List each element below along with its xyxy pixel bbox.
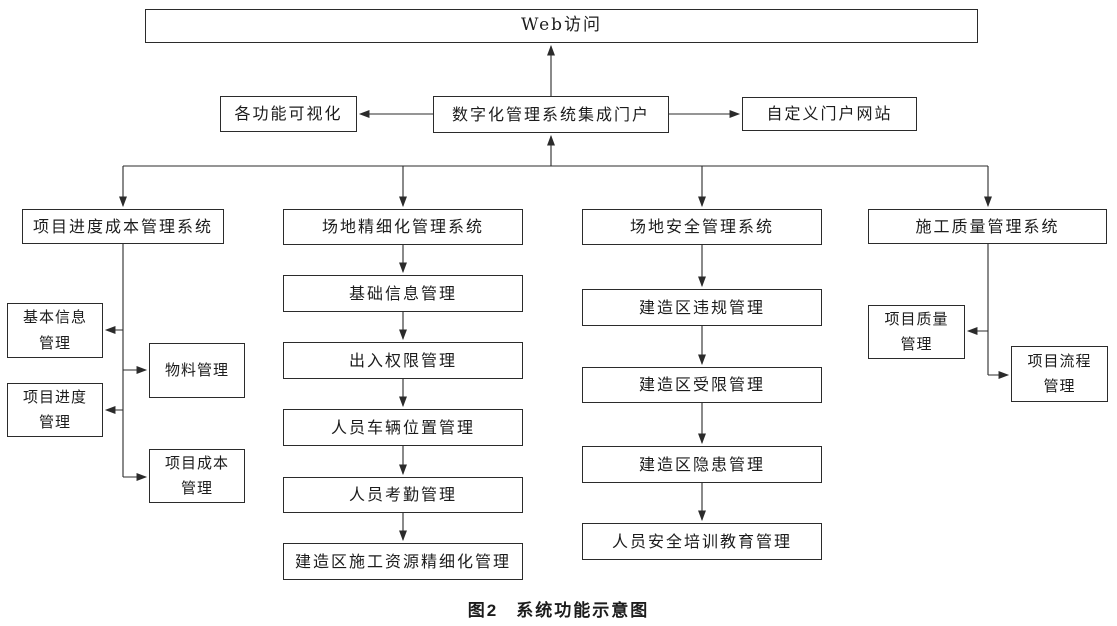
figure-caption-title: 系统功能示意图 [516, 601, 650, 620]
node-portal: 数字化管理系统集成门户 [433, 96, 669, 133]
node-project-process-mgmt: 项目流程 管理 [1011, 346, 1108, 402]
node-restricted-area-mgmt: 建造区受限管理 [582, 367, 822, 403]
node-access-permission-mgmt: 出入权限管理 [283, 342, 523, 379]
figure-caption-label: 图2 [467, 601, 499, 620]
node-basic-info-mgmt: 基本信息 管理 [7, 303, 103, 358]
node-project-cost-mgmt: 项目成本 管理 [149, 449, 245, 503]
node-material-mgmt: 物料管理 [149, 343, 245, 398]
node-project-progress-cost-system: 项目进度成本管理系统 [22, 209, 224, 244]
figure-caption: 图2 系统功能示意图 [0, 596, 1117, 621]
node-violation-mgmt: 建造区违规管理 [582, 289, 822, 326]
node-project-quality-mgmt: 项目质量 管理 [868, 305, 965, 359]
node-construction-resource-refined-mgmt: 建造区施工资源精细化管理 [283, 543, 523, 580]
node-custom-portal-site: 自定义门户网站 [742, 97, 917, 131]
node-web-access: Web访问 [145, 9, 978, 43]
node-hazard-mgmt: 建造区隐患管理 [582, 446, 822, 483]
node-base-info-mgmt: 基础信息管理 [283, 275, 523, 312]
node-safety-training-mgmt: 人员安全培训教育管理 [582, 523, 822, 560]
node-personnel-vehicle-location-mgmt: 人员车辆位置管理 [283, 409, 523, 446]
node-project-progress-mgmt: 项目进度 管理 [7, 383, 103, 437]
node-site-safety-mgmt-system: 场地安全管理系统 [582, 209, 822, 245]
node-site-refined-mgmt-system: 场地精细化管理系统 [283, 209, 523, 245]
node-construction-quality-system: 施工质量管理系统 [868, 209, 1107, 244]
node-personnel-attendance-mgmt: 人员考勤管理 [283, 477, 523, 513]
node-function-visualization: 各功能可视化 [220, 96, 357, 132]
